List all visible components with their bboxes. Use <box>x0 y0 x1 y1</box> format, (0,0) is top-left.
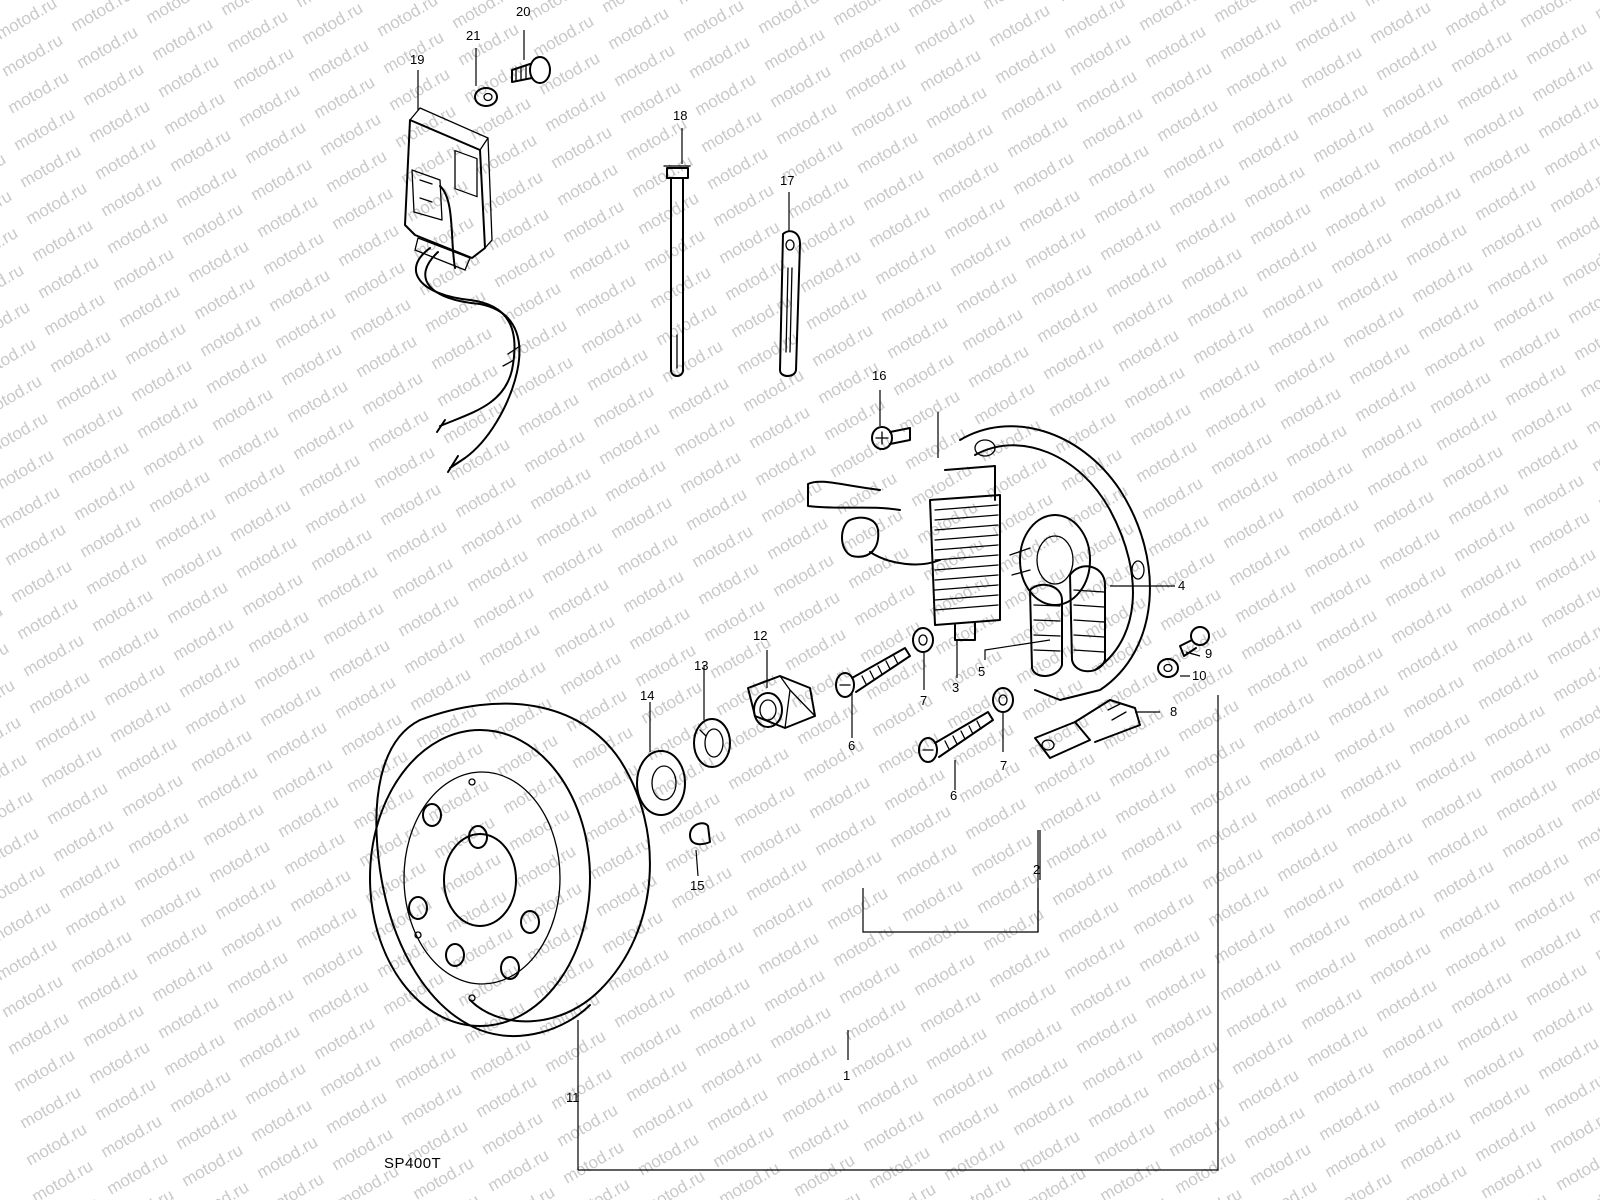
callout-8: 8 <box>1170 704 1177 719</box>
callout-6a: 6 <box>848 738 855 753</box>
callout-9: 9 <box>1205 646 1212 661</box>
callout-4: 4 <box>1178 578 1185 593</box>
callout-16: 16 <box>872 368 886 383</box>
callout-17: 17 <box>780 173 794 188</box>
callout-20: 20 <box>516 4 530 19</box>
callout-10: 10 <box>1192 668 1206 683</box>
callout-7a: 7 <box>920 693 927 708</box>
callout-12: 12 <box>753 628 767 643</box>
callout-6b: 6 <box>950 788 957 803</box>
callout-7b: 7 <box>1000 758 1007 773</box>
callout-3: 3 <box>952 680 959 695</box>
callout-5: 5 <box>978 664 985 679</box>
callout-11: 11 <box>566 1090 580 1105</box>
callout-14: 14 <box>640 688 654 703</box>
callout-15: 15 <box>690 878 704 893</box>
watermark-text: motod.ru <box>1592 0 1600 23</box>
callout-13: 13 <box>694 658 708 673</box>
callout-1: 1 <box>843 1068 850 1083</box>
callout-2: 2 <box>1033 862 1040 877</box>
callout-19: 19 <box>410 52 424 67</box>
callout-18: 18 <box>673 108 687 123</box>
diagram-code: SP400T <box>384 1155 441 1172</box>
callout-21: 21 <box>466 28 480 43</box>
